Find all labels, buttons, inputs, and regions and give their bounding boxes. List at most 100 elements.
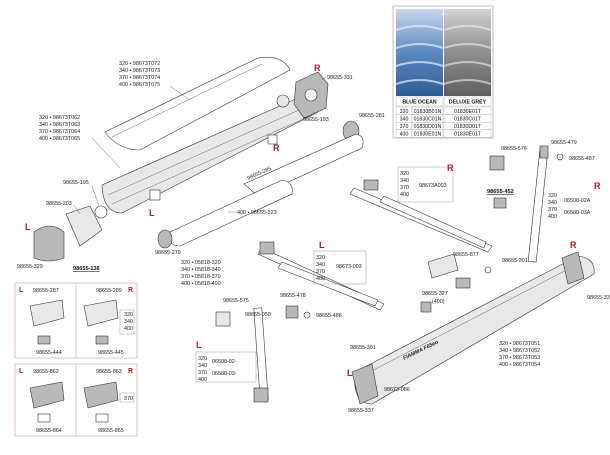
washer-part [94,205,108,219]
lower-arm-group: L 320 340 370 400 98673-003 [257,240,385,311]
swatch-header-blue: BLUE OCEAN [402,100,437,106]
label-98655-444: 98655-444 [36,350,62,356]
leg-code-03a: 06508-03A [564,210,591,216]
leg2-code-02: 06508-02- [212,359,237,365]
front-code-370: 370 • 98673T053 [499,355,540,361]
mid-right-parts: 98655-877 98655-301 98655-327 (400) [420,252,528,313]
left-leg-group: 98655-050 98655-478 98655-575 98655-486 … [195,293,342,403]
part-576 [489,155,505,171]
arm2-shoulder-part [259,241,275,255]
part-877 [427,253,459,279]
label-98655-479: 98655-479 [551,140,577,146]
label-98655-136: 98655-136 [73,266,100,272]
marker-r-kit1: R [128,287,133,294]
right-leg-group: 98655-576 98655-479 98655-487 98655-452 … [487,140,601,263]
kit-part-445 [95,335,109,345]
kit-part-289 [83,299,119,327]
canopy-code-370: 370 • 98673T074 [119,75,160,81]
box-size-400: 400 [124,326,133,332]
kit-part-864 [37,413,51,423]
label-98655-279: 98655-279 [155,250,181,256]
label-98655-865: 98655-865 [98,428,124,434]
marker-l-roller: L [149,208,155,218]
left-endcap-part [33,225,65,262]
swatch-size: 320 [400,109,409,115]
label-98655-863: 98655-863 [96,369,122,375]
marker-r-kit2: R [128,368,133,375]
arm2-size-370: 370 [316,269,325,275]
arm-shoulder-part [363,179,379,191]
label-98655-301-a: 98655-301 [502,258,528,264]
box-size-370: 370 [124,396,133,402]
leg-foot-part [253,387,269,403]
label-98655-301-b: 98655-301 [350,345,376,351]
label-98655-287: 98655-287 [33,288,59,294]
arm-size-320: 320 [400,171,409,177]
swatch-code-grey: 01830E01T [454,132,482,138]
marker-r-front: R [570,240,577,250]
label-98655-331: 98655-331 [327,75,353,81]
arm-size-340: 340 [400,178,409,184]
roller-group: 400 • 98655-323 98655-279 320 • 05818-32… [155,133,364,287]
leg-size-320: 320 [548,193,557,199]
left-endcap-group: 98655-195 98655-203 L 98655-329 98655-13… [17,180,155,272]
leg-size-340: 340 [548,200,557,206]
swatch-size: 400 [400,132,409,138]
kit-part-865 [95,413,109,423]
clip-part [267,134,278,145]
leg-code-02a: 06508-02A [564,198,591,204]
marker-l-leg: L [196,340,202,350]
marker-l-kit2: L [19,368,24,375]
marker-r-arm: R [447,163,454,173]
swatch-code-blue: 01830D01N [414,124,442,130]
label-98655-327: 98655-327 [422,291,448,297]
front-profile-group: FIAMMA F65eo 98655-301 98655-339 L R 320… [347,240,610,414]
label-98655-337: 98655-337 [348,408,374,414]
front-endcap-right [561,251,585,285]
swatch-code-grey: 01830C01T [454,116,482,122]
arm2-size-340: 340 [316,262,325,268]
kit-part-287 [29,299,65,327]
marker-l-front: L [347,368,353,378]
box-size-340: 340 [124,319,133,325]
label-98655-193: 98655-193 [303,117,329,123]
housing-code-320: 320 • 98673T062 [39,115,80,121]
label-98655-862: 98655-862 [33,369,59,375]
upper-arm-group: 320 340 370 400 98673A003 R [349,163,493,253]
leg-top-part [539,145,549,159]
front-code-340: 340 • 98673T052 [499,348,540,354]
marker-r-leg: R [594,181,601,191]
label-98655-339: 98655-339 [587,295,610,301]
marker-l-arm: L [319,240,325,250]
front-code-320: 320 • 98673T051 [499,341,540,347]
label-98655-195: 98655-195 [63,180,89,186]
arm2-size-320: 320 [316,255,325,261]
label-98655-877: 98655-877 [453,252,479,258]
label-98655-050: 98655-050 [245,312,271,318]
swatch-cell [443,129,492,138]
marker-l-kit1: L [19,287,24,294]
kit-part-863 [83,381,119,409]
arm-size-400: 400 [400,192,409,198]
label-98655-486: 98655-486 [316,313,342,319]
label-98673a003: 98673A003 [419,183,447,189]
front-endcap-left [351,363,379,405]
roller-code-340: 340 • 05818-340 [181,267,221,273]
part-327 [420,301,432,313]
swatch-code-blue: 01830B01N [414,109,442,115]
label-98655-203: 98655-203 [46,201,72,207]
leg-size-370: 370 [548,207,557,213]
swatch-code-grey: 01830D01T [454,124,482,130]
leg2-code-03: 06508-03- [212,371,237,377]
clip-part [149,189,161,201]
front-code-400: 400 • 98673T054 [499,362,540,368]
right-leg-part [527,149,549,263]
leg2-size-400: 400 [198,377,207,383]
top-cover-group: 320 • 98673T072 340 • 98673T073 370 • 98… [104,56,291,151]
arm2-size-400: 400 [316,276,325,282]
front-profile-part [354,255,595,405]
canopy-code-320: 320 • 98673T072 [119,61,160,67]
label-98673-003: 98673-003 [336,264,362,270]
